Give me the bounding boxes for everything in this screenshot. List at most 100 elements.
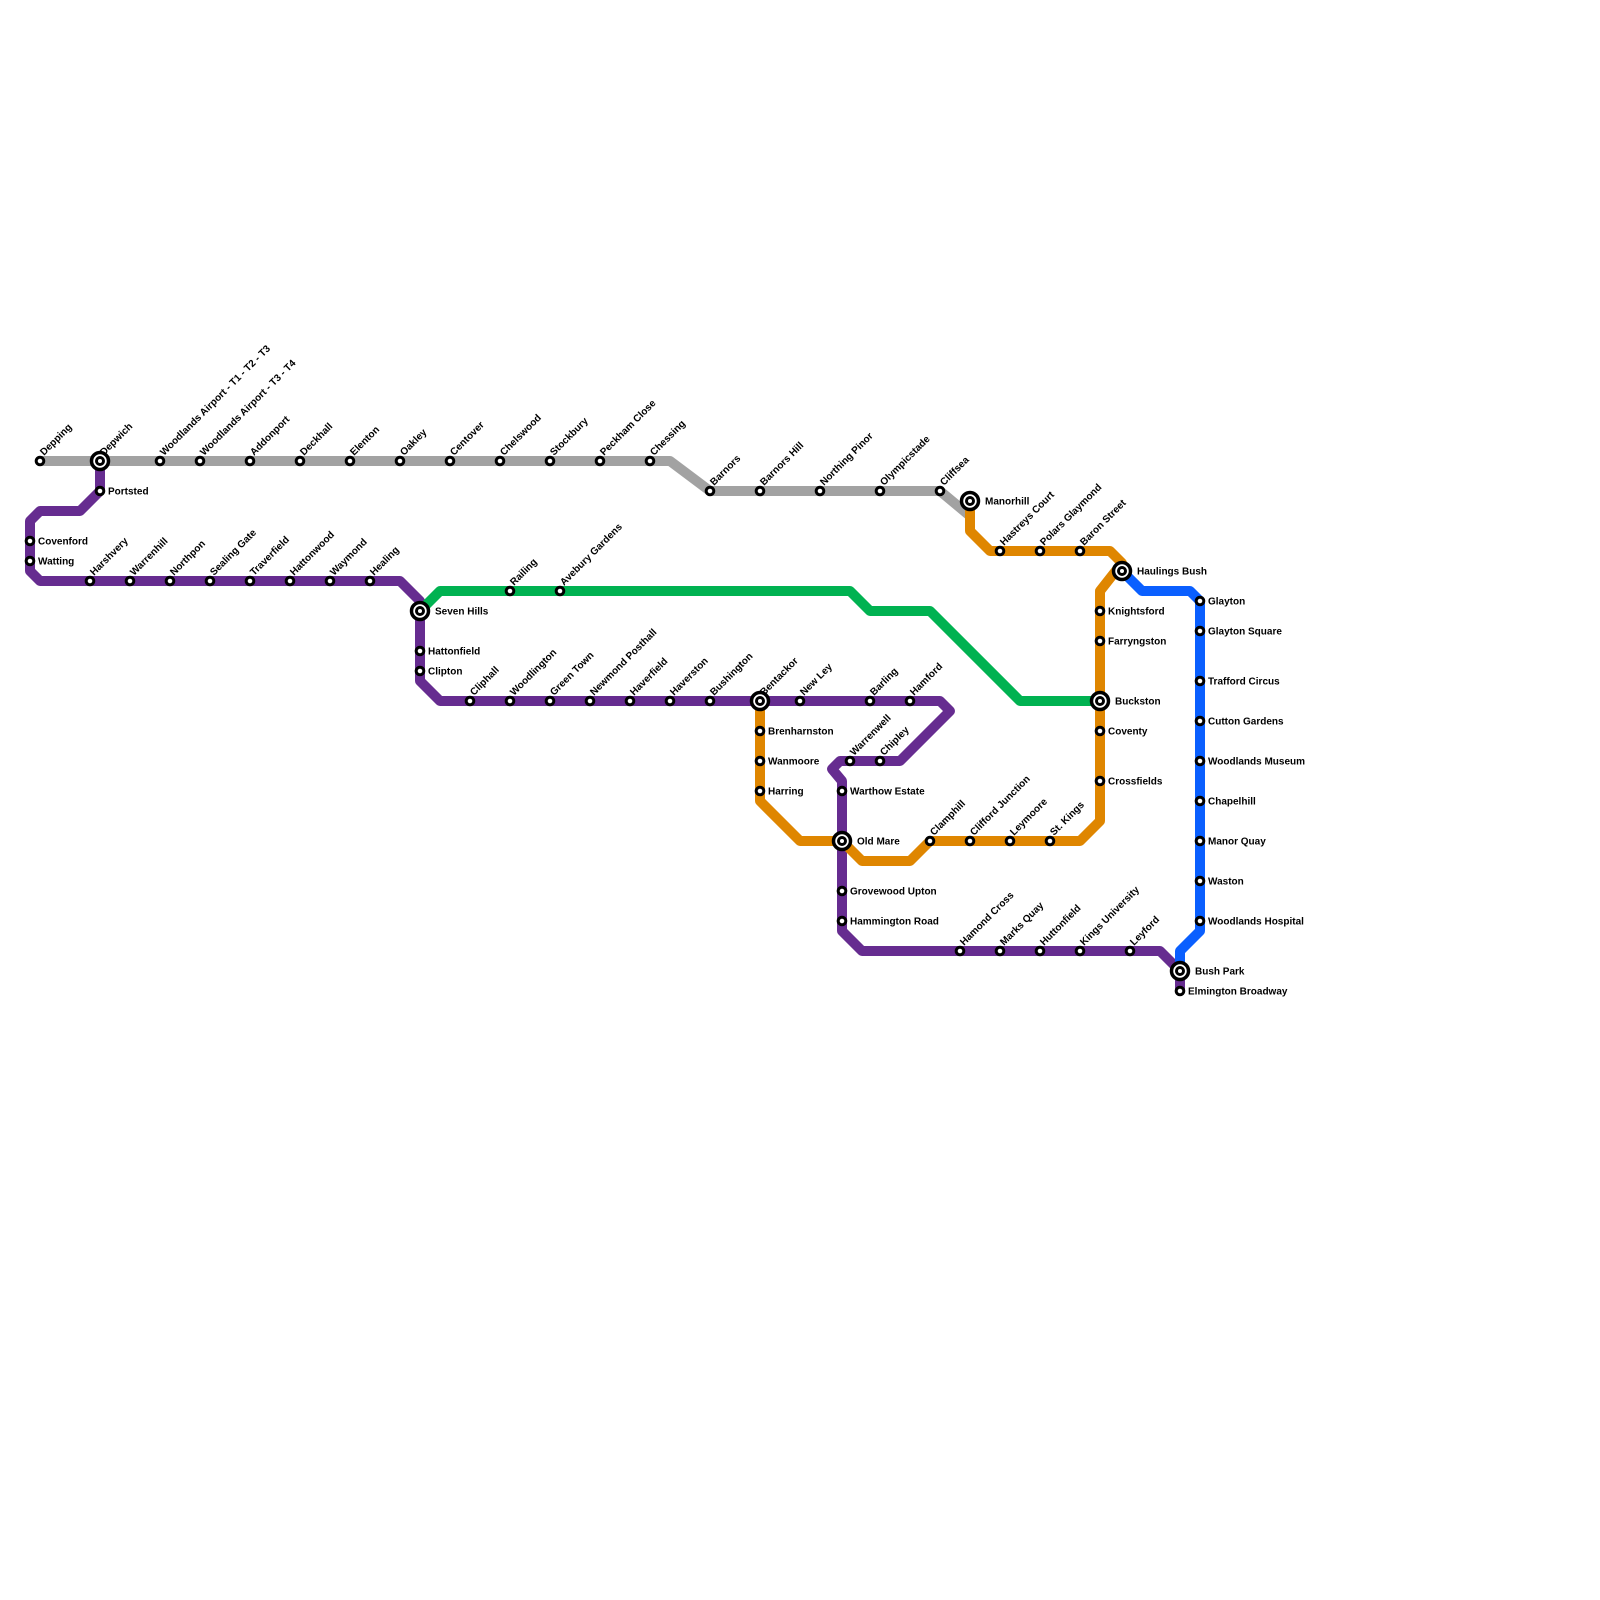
station-marker[interactable] bbox=[1074, 545, 1086, 557]
station-bsp[interactable]: Bush Park bbox=[1169, 960, 1245, 982]
station-marker[interactable] bbox=[344, 455, 356, 467]
station-marker[interactable] bbox=[754, 755, 766, 767]
station-cov[interactable]: Covenford bbox=[24, 535, 88, 548]
station-marker[interactable] bbox=[244, 455, 256, 467]
station-marker[interactable] bbox=[1194, 755, 1206, 767]
station-marker[interactable] bbox=[24, 555, 36, 567]
station-marker[interactable] bbox=[664, 695, 676, 707]
station-marker[interactable] bbox=[414, 665, 426, 677]
station-marker[interactable] bbox=[1094, 635, 1106, 647]
station-marker[interactable] bbox=[904, 695, 916, 707]
station-por[interactable]: Portsted bbox=[94, 485, 149, 498]
station-gru[interactable]: Grovewood Upton bbox=[836, 885, 937, 898]
station-marker[interactable] bbox=[644, 455, 656, 467]
station-marker[interactable] bbox=[754, 485, 766, 497]
station-marker[interactable] bbox=[1034, 945, 1046, 957]
station-marker[interactable] bbox=[1194, 835, 1206, 847]
station-marker[interactable] bbox=[1094, 725, 1106, 737]
station-marker[interactable] bbox=[194, 455, 206, 467]
station-marker[interactable] bbox=[934, 485, 946, 497]
station-hau[interactable]: Haulings Bush bbox=[1111, 560, 1208, 582]
station-marker[interactable] bbox=[1194, 795, 1206, 807]
station-marker[interactable] bbox=[504, 585, 516, 597]
station-marker[interactable] bbox=[1004, 835, 1016, 847]
station-clj[interactable]: Clifford Junction bbox=[964, 774, 1033, 847]
station-marker[interactable] bbox=[284, 575, 296, 587]
station-marker[interactable] bbox=[954, 945, 966, 957]
station-marker[interactable] bbox=[1124, 945, 1136, 957]
station-marker[interactable] bbox=[554, 585, 566, 597]
green-line[interactable] bbox=[415, 586, 1105, 706]
station-marker[interactable] bbox=[1194, 875, 1206, 887]
station-hrr[interactable]: Harring bbox=[754, 785, 804, 798]
station-marker[interactable] bbox=[294, 455, 306, 467]
station-marker[interactable] bbox=[394, 455, 406, 467]
station-marker[interactable] bbox=[754, 725, 766, 737]
station-marker[interactable] bbox=[204, 575, 216, 587]
station-marker[interactable] bbox=[814, 485, 826, 497]
station-marker[interactable] bbox=[84, 575, 96, 587]
station-sev[interactable]: Seven Hills bbox=[409, 600, 489, 622]
station-marker[interactable] bbox=[544, 455, 556, 467]
station-marker[interactable] bbox=[874, 755, 886, 767]
station-clf[interactable]: Cliffsea bbox=[934, 454, 972, 497]
station-marker[interactable] bbox=[364, 575, 376, 587]
station-htf[interactable]: Hattonfield bbox=[414, 645, 480, 658]
station-mnq[interactable]: Manor Quay bbox=[1194, 835, 1266, 848]
station-marker[interactable] bbox=[1194, 675, 1206, 687]
station-marker[interactable] bbox=[1094, 775, 1106, 787]
station-crs[interactable]: Crossfields bbox=[1094, 775, 1163, 788]
station-new[interactable]: Newmond Posthall bbox=[584, 627, 660, 707]
station-marker[interactable] bbox=[324, 575, 336, 587]
station-oly[interactable]: Olympicstade bbox=[874, 434, 933, 497]
station-marker[interactable] bbox=[154, 455, 166, 467]
station-wdh[interactable]: Woodlands Hospital bbox=[1194, 915, 1304, 928]
station-old[interactable]: Old Mare bbox=[831, 830, 901, 852]
station-marker[interactable] bbox=[1094, 605, 1106, 617]
station-marker[interactable] bbox=[464, 695, 476, 707]
station-marker[interactable] bbox=[584, 695, 596, 707]
station-marker[interactable] bbox=[844, 755, 856, 767]
station-cvt[interactable]: Coventy bbox=[1094, 725, 1148, 738]
station-marker[interactable] bbox=[164, 575, 176, 587]
station-marker[interactable] bbox=[94, 485, 106, 497]
station-marker[interactable] bbox=[994, 545, 1006, 557]
station-marker[interactable] bbox=[794, 695, 806, 707]
station-marker[interactable] bbox=[1194, 595, 1206, 607]
station-elm[interactable]: Elmington Broadway bbox=[1174, 985, 1288, 998]
station-pec[interactable]: Peckham Close bbox=[594, 398, 659, 467]
station-marker[interactable] bbox=[24, 535, 36, 547]
station-marker[interactable] bbox=[494, 455, 506, 467]
station-cli[interactable]: Clipton bbox=[414, 665, 462, 678]
station-bre[interactable]: Brenharnston bbox=[754, 725, 834, 738]
station-marker[interactable] bbox=[864, 695, 876, 707]
station-marker[interactable] bbox=[124, 575, 136, 587]
station-cut[interactable]: Cutton Gardens bbox=[1194, 715, 1284, 728]
station-marker[interactable] bbox=[544, 695, 556, 707]
station-man[interactable]: Manorhill bbox=[959, 490, 1030, 512]
station-marker[interactable] bbox=[836, 785, 848, 797]
station-gls[interactable]: Glayton Square bbox=[1194, 625, 1282, 638]
station-marker[interactable] bbox=[1174, 985, 1186, 997]
station-marker[interactable] bbox=[964, 835, 976, 847]
station-marker[interactable] bbox=[924, 835, 936, 847]
station-far[interactable]: Farryngston bbox=[1094, 635, 1166, 648]
station-buc[interactable]: Buckston bbox=[1089, 690, 1161, 712]
station-marker[interactable] bbox=[874, 485, 886, 497]
station-chl[interactable]: Chapelhill bbox=[1194, 795, 1256, 808]
station-marker[interactable] bbox=[594, 455, 606, 467]
station-marker[interactable] bbox=[1034, 545, 1046, 557]
station-ave[interactable]: Avebury Gardens bbox=[554, 521, 625, 597]
blue-line[interactable] bbox=[1117, 566, 1205, 976]
station-marker[interactable] bbox=[1194, 915, 1206, 927]
station-marker[interactable] bbox=[624, 695, 636, 707]
orange-line-south[interactable] bbox=[755, 696, 847, 846]
station-marker[interactable] bbox=[1074, 945, 1086, 957]
station-hmr[interactable]: Hammington Road bbox=[836, 915, 939, 928]
station-marker[interactable] bbox=[1044, 835, 1056, 847]
station-nop[interactable]: Northing Pinor bbox=[814, 431, 876, 497]
station-marker[interactable] bbox=[504, 695, 516, 707]
station-marker[interactable] bbox=[414, 645, 426, 657]
station-trc[interactable]: Trafford Circus bbox=[1194, 675, 1280, 688]
station-wdm[interactable]: Woodlands Museum bbox=[1194, 755, 1305, 768]
